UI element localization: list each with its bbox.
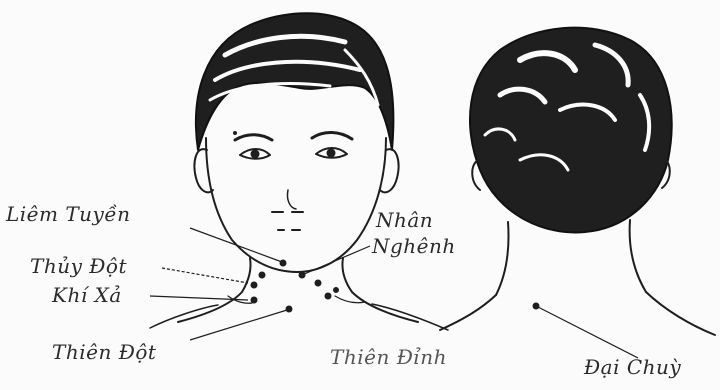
label-nhan-nghenh-line2: Nghênh bbox=[372, 234, 456, 258]
khi-xa-leader bbox=[150, 296, 248, 300]
khi-xa-point bbox=[251, 297, 257, 303]
label-thien-dinh: Thiên Đỉnh bbox=[330, 345, 447, 369]
thien-dot-point bbox=[286, 306, 292, 312]
label-thuy-dot: Thủy Đột bbox=[30, 254, 127, 278]
thuy-dot-point-right bbox=[315, 280, 321, 286]
nhan-nghenh-point-right bbox=[299, 272, 305, 278]
nhan-nghenh-point-left bbox=[259, 272, 265, 278]
thuy-dot-leader bbox=[162, 268, 248, 283]
label-liem-tuyen: Liêm Tuyền bbox=[6, 202, 131, 226]
front-face-outline bbox=[206, 138, 386, 272]
back-head-illustration bbox=[440, 28, 715, 335]
dai-chuy-point bbox=[533, 303, 539, 309]
front-hair bbox=[196, 13, 393, 150]
liem-tuyen-leader bbox=[190, 228, 282, 262]
label-dai-chuy: Đại Chuỳ bbox=[584, 355, 681, 379]
thuy-dot-point bbox=[251, 282, 257, 288]
nhan-nghenh-leader bbox=[302, 246, 370, 275]
thien-dinh-point bbox=[334, 288, 339, 293]
label-nhan-nghenh-line1: Nhân bbox=[376, 208, 433, 232]
front-head-illustration bbox=[150, 13, 448, 330]
liem-tuyen-point bbox=[280, 260, 286, 266]
dai-chuy-leader bbox=[538, 307, 638, 358]
label-khi-xa: Khí Xả bbox=[52, 283, 122, 307]
khi-xa-point-right bbox=[325, 293, 331, 299]
label-thien-dot: Thiên Đột bbox=[52, 340, 156, 364]
